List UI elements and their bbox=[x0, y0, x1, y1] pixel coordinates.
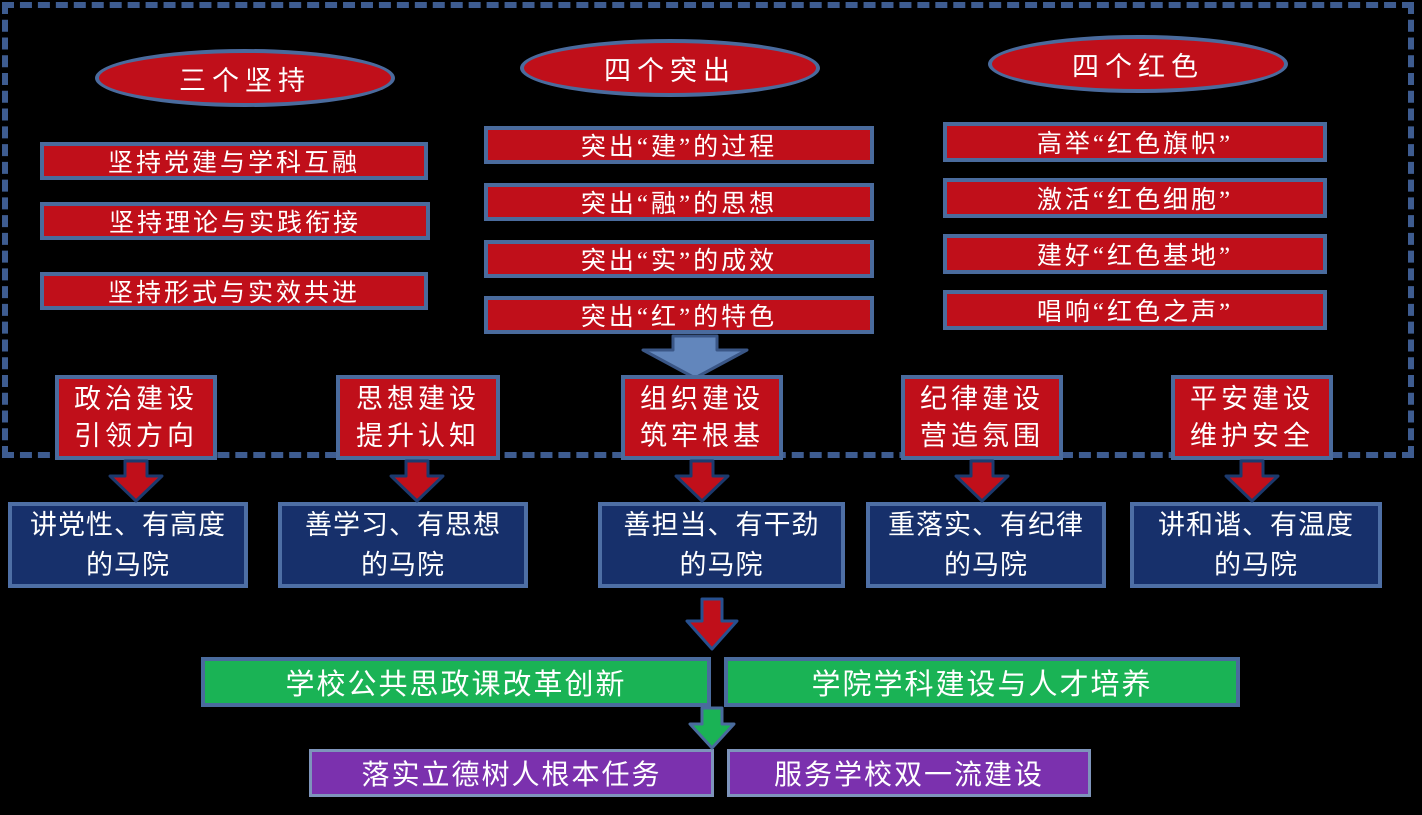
red-item-2: 激活“红色细胞” bbox=[943, 178, 1327, 218]
red-down-arrow-icon bbox=[953, 459, 1011, 503]
red-item-4: 唱响“红色之声” bbox=[943, 290, 1327, 330]
box-line: 引领方向 bbox=[74, 420, 198, 451]
bar-label: 建好“红色基地” bbox=[1036, 243, 1234, 270]
outcome-box-5: 讲和谐、有温度 的马院 bbox=[1130, 502, 1382, 588]
adherence-item-1: 坚持党建与学科互融 bbox=[40, 142, 428, 180]
construction-box-political: 政治建设 引领方向 bbox=[55, 375, 217, 460]
adherence-item-3: 坚持形式与实效共进 bbox=[40, 272, 428, 310]
box-line: 的马院 bbox=[679, 550, 764, 580]
red-down-arrow-icon bbox=[684, 597, 740, 651]
oval-four-highlights: 四个突出 bbox=[520, 39, 820, 97]
oval-title: 三个坚持 bbox=[179, 65, 311, 96]
bar-label: 高举“红色旗帜” bbox=[1036, 131, 1234, 158]
bar-label: 突出“建”的过程 bbox=[580, 134, 778, 161]
outcome-box-2: 善学习、有思想 的马院 bbox=[278, 502, 528, 588]
bar-label: 激活“红色细胞” bbox=[1036, 187, 1234, 214]
construction-box-safety: 平安建设 维护安全 bbox=[1171, 375, 1333, 460]
task-box-college: 学院学科建设与人才培养 bbox=[724, 657, 1240, 707]
box-line: 善担当、有干劲 bbox=[623, 510, 820, 540]
goal-box-double-first-class: 服务学校双一流建设 bbox=[727, 749, 1091, 797]
box-line: 的马院 bbox=[361, 550, 445, 580]
red-down-arrow-icon bbox=[1223, 459, 1281, 503]
oval-three-adherences: 三个坚持 bbox=[95, 49, 395, 107]
highlight-item-4: 突出“红”的特色 bbox=[484, 296, 874, 334]
box-line: 讲和谐、有温度 bbox=[1158, 510, 1354, 540]
box-line: 政治建设 bbox=[74, 383, 198, 414]
construction-box-discipline: 纪律建设 营造氛围 bbox=[901, 375, 1063, 460]
box-line: 讲党性、有高度 bbox=[30, 510, 226, 540]
bar-label: 坚持党建与学科互融 bbox=[107, 150, 360, 177]
highlight-item-1: 突出“建”的过程 bbox=[484, 126, 874, 164]
adherence-item-2: 坚持理论与实践衔接 bbox=[40, 202, 430, 240]
box-line: 思想建设 bbox=[356, 383, 480, 414]
box-label: 服务学校双一流建设 bbox=[773, 760, 1044, 791]
box-line: 的马院 bbox=[1214, 550, 1298, 580]
red-down-arrow-icon bbox=[388, 459, 446, 503]
bar-label: 坚持形式与实效共进 bbox=[107, 280, 360, 307]
box-line: 筑牢根基 bbox=[640, 420, 764, 451]
oval-title: 四个突出 bbox=[604, 55, 736, 86]
highlight-item-3: 突出“实”的成效 bbox=[484, 240, 874, 278]
bar-label: 坚持理论与实践衔接 bbox=[108, 210, 361, 237]
bar-label: 突出“实”的成效 bbox=[580, 248, 778, 275]
box-line: 营造氛围 bbox=[920, 420, 1044, 451]
goal-box-lideshuren: 落实立德树人根本任务 bbox=[309, 749, 714, 797]
box-line: 的马院 bbox=[86, 550, 170, 580]
box-line: 重落实、有纪律 bbox=[888, 510, 1084, 540]
oval-four-reds: 四个红色 bbox=[988, 35, 1288, 93]
task-box-school: 学校公共思政课改革创新 bbox=[201, 657, 711, 707]
box-line: 维护安全 bbox=[1190, 420, 1314, 451]
box-line: 平安建设 bbox=[1190, 383, 1314, 414]
box-line: 善学习、有思想 bbox=[305, 510, 501, 540]
outcome-box-1: 讲党性、有高度 的马院 bbox=[8, 502, 248, 588]
red-down-arrow-icon bbox=[107, 459, 165, 503]
red-down-arrow-icon bbox=[673, 459, 731, 503]
red-item-3: 建好“红色基地” bbox=[943, 234, 1327, 274]
highlight-item-2: 突出“融”的思想 bbox=[484, 183, 874, 221]
bar-label: 突出“融”的思想 bbox=[580, 191, 778, 218]
bar-label: 唱响“红色之声” bbox=[1036, 299, 1234, 326]
box-line: 的马院 bbox=[944, 550, 1028, 580]
construction-box-organizational: 组织建设 筑牢根基 bbox=[621, 375, 783, 460]
box-label: 学院学科建设与人才培养 bbox=[811, 669, 1153, 701]
outcome-box-4: 重落实、有纪律 的马院 bbox=[866, 502, 1106, 588]
construction-box-ideological: 思想建设 提升认知 bbox=[336, 375, 500, 460]
box-line: 组织建设 bbox=[640, 383, 764, 414]
green-down-arrow-icon bbox=[687, 706, 737, 750]
oval-title: 四个红色 bbox=[1072, 51, 1204, 82]
bar-label: 突出“红”的特色 bbox=[580, 304, 778, 331]
red-item-1: 高举“红色旗帜” bbox=[943, 122, 1327, 162]
outcome-box-3: 善担当、有干劲 的马院 bbox=[598, 502, 845, 588]
blue-down-arrow-icon bbox=[635, 334, 755, 380]
box-label: 落实立德树人根本任务 bbox=[361, 760, 662, 791]
box-line: 纪律建设 bbox=[920, 383, 1044, 414]
box-label: 学校公共思政课改革创新 bbox=[285, 669, 627, 701]
box-line: 提升认知 bbox=[356, 420, 480, 451]
